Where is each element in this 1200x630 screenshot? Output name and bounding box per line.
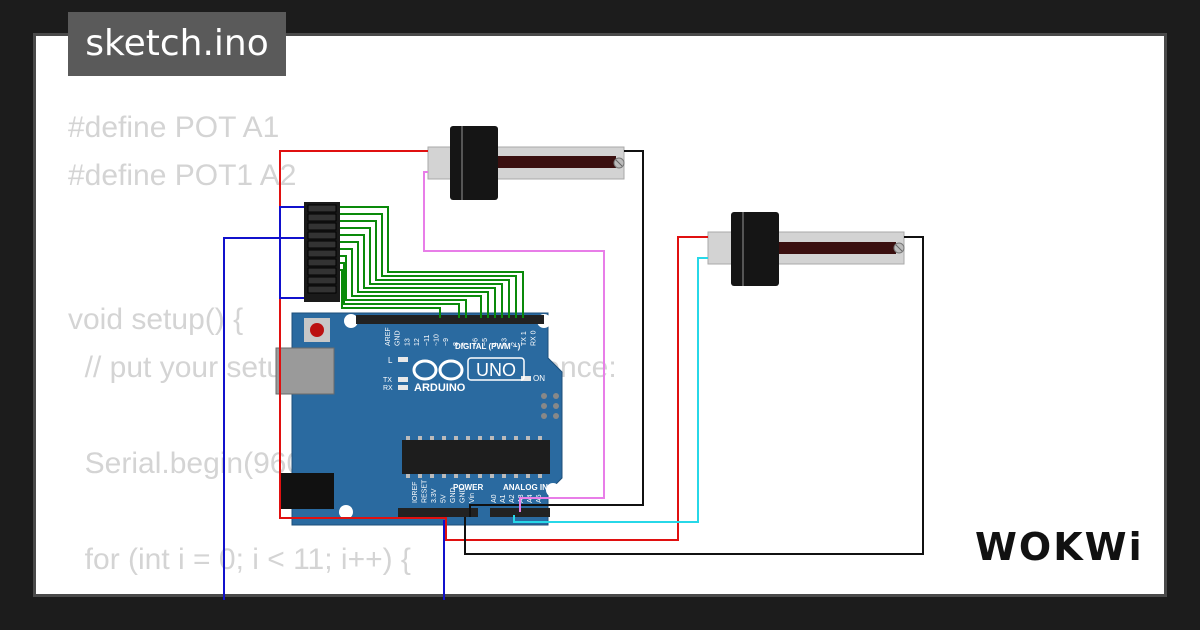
pin-label: A0 — [491, 494, 498, 503]
chip-icon — [402, 436, 550, 478]
pin-label: ~11 — [424, 335, 431, 346]
pin-label: ~9 — [443, 338, 450, 346]
pin-label: 8 — [453, 342, 460, 346]
pin-label: ~6 — [472, 338, 479, 346]
pin-label: 12 — [414, 338, 421, 346]
code-line: #define POT1 A2 — [68, 159, 297, 192]
pin-label: A2 — [509, 494, 516, 503]
pin-label: ~10 — [434, 334, 441, 346]
power-jack-icon — [280, 473, 334, 509]
pin-label: TX 1 — [521, 331, 528, 346]
pin-label: IOREF — [412, 482, 419, 503]
led-bar-graph[interactable] — [304, 202, 340, 302]
sketch-tab[interactable]: sketch.ino — [68, 12, 286, 76]
power-header-label: POWER — [453, 483, 483, 492]
pin-label: ~5 — [482, 338, 489, 346]
digital-header-label: DIGITAL (PWM ~) — [455, 342, 521, 351]
board-brand-label: ARDUINO — [414, 382, 466, 394]
pin-label: Vin — [469, 493, 476, 503]
potentiometer-2[interactable] — [707, 212, 905, 286]
pin-label: 5V — [441, 494, 448, 503]
pin-label: ~3 — [501, 338, 508, 346]
potentiometer-1[interactable] — [427, 126, 625, 200]
wire-black-pot2[interactable] — [464, 236, 924, 555]
wire-blue-bar-2[interactable] — [223, 237, 304, 600]
wire-black-pot1[interactable] — [469, 150, 644, 517]
pin-label: RX 0 — [531, 330, 538, 346]
pin-label: 4 — [492, 342, 499, 346]
wire-green-bundle[interactable] — [340, 206, 524, 318]
reset-button-icon[interactable] — [304, 318, 330, 342]
pin-label: 2 — [511, 342, 518, 346]
pin-label: 7 — [463, 342, 470, 346]
arduino-uno-board[interactable]: ARDUINO UNO DIGITAL (PWM ~) ANALOG IN PO… — [275, 312, 563, 526]
wire-cyan-pot2[interactable] — [513, 257, 708, 523]
pin-label: GND — [395, 330, 402, 346]
on-led-label: ON — [533, 374, 545, 383]
pin-label: AREF — [385, 327, 392, 346]
tx-led-label: TX — [383, 377, 392, 384]
code-line: for (int i = 0; i < 11; i++) { — [68, 543, 411, 576]
wire-blue-bar-1[interactable] — [279, 206, 304, 299]
pin-label: RESET — [422, 479, 429, 503]
code-line: #define POT A1 — [68, 111, 280, 144]
board-model-label: UNO — [476, 360, 516, 380]
usb-port-icon — [275, 347, 335, 395]
pin-label: 3.3V — [431, 488, 438, 503]
rx-led-label: RX — [383, 385, 393, 392]
pin-label: GND — [460, 487, 467, 503]
wokwi-canvas: #define POT A1 #define POT1 A2 void setup(… — [33, 33, 1167, 597]
wokwi-logo: WOKWi — [975, 525, 1144, 569]
analog-header-label: ANALOG IN — [503, 483, 548, 492]
pin-label: A1 — [500, 494, 507, 503]
pin-label: 13 — [404, 338, 411, 346]
wire-pink-pot1[interactable] — [423, 171, 605, 512]
pin-label: GND — [450, 487, 457, 503]
code-line: void setup() { — [68, 303, 244, 336]
l-led-label: L — [388, 356, 393, 365]
